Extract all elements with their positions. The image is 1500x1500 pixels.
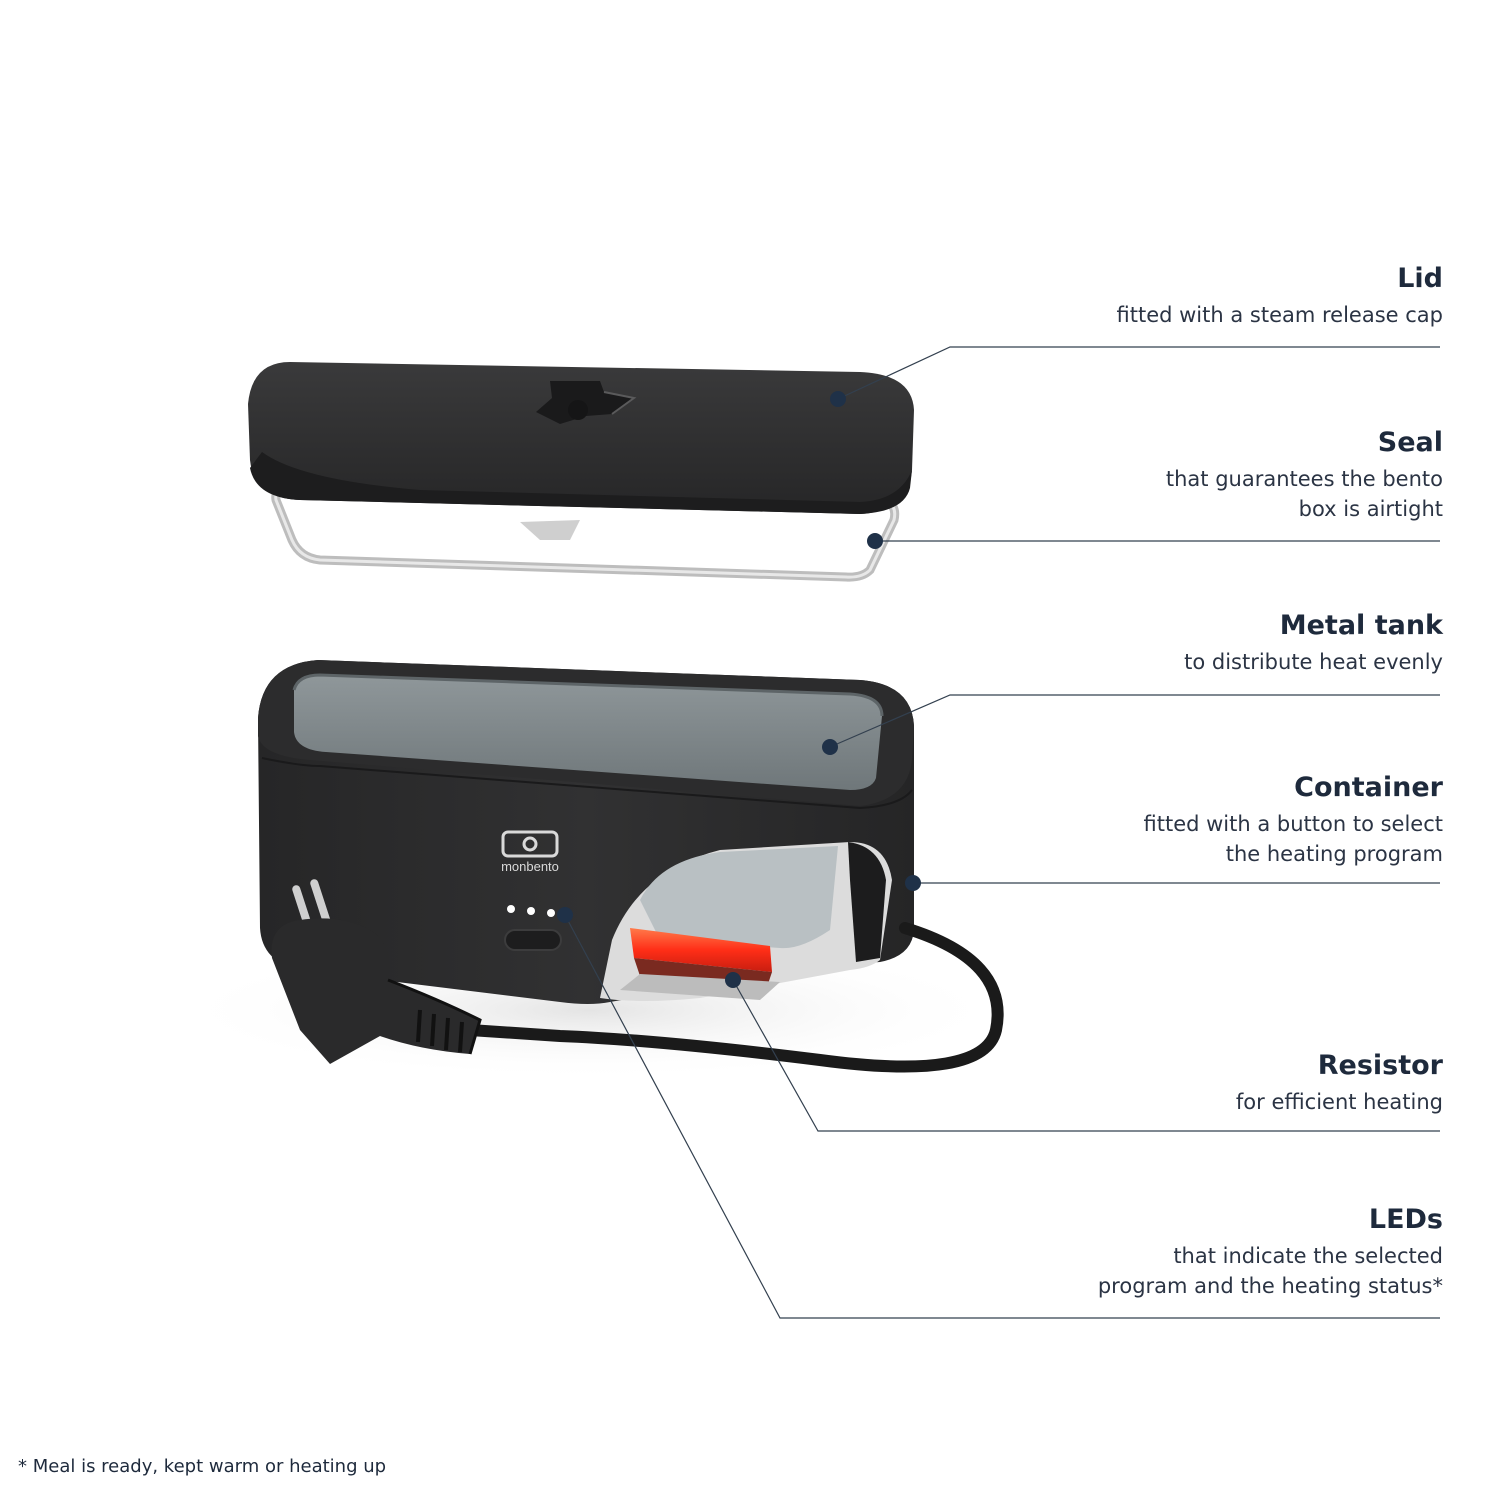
callout-dots: [557, 391, 921, 988]
callout-title: Container: [1294, 772, 1443, 803]
callout-leds: LEDs that indicate the selected program …: [1098, 1203, 1443, 1301]
dot-tank: [822, 739, 838, 755]
callout-desc: for efficient heating: [1235, 1090, 1443, 1114]
led-2: [527, 907, 535, 915]
power-cord: [464, 922, 1004, 1073]
callout-desc-line-1: fitted with a button to select: [1143, 812, 1444, 836]
lid: [248, 362, 914, 514]
program-button: [504, 929, 562, 951]
callout-lid: Lid fitted with a steam release cap: [1117, 262, 1443, 330]
callout-title: LEDs: [1368, 1204, 1443, 1235]
callout-title: Lid: [1397, 263, 1443, 294]
led-3: [547, 909, 555, 917]
callout-title: Resistor: [1317, 1050, 1443, 1081]
callout-desc-line-1: that indicate the selected: [1173, 1244, 1443, 1268]
footnote: * Meal is ready, kept warm or heating up: [18, 1456, 387, 1477]
callout-desc-line-2: box is airtight: [1298, 497, 1443, 521]
callout-metal-tank: Metal tank to distribute heat evenly: [1184, 609, 1443, 677]
brand-logo-icon: [501, 830, 559, 858]
dot-leds: [557, 907, 573, 923]
dot-lid: [830, 391, 846, 407]
metal-tank: [294, 675, 882, 790]
callout-resistor: Resistor for efficient heating: [1236, 1049, 1443, 1117]
leader-lines: [564, 346, 1440, 1319]
callout-title: Seal: [1377, 427, 1443, 458]
led-1: [507, 905, 515, 913]
callout-desc: to distribute heat evenly: [1184, 650, 1443, 674]
container-body: monbento: [258, 660, 914, 1004]
callout-seal: Seal that guarantees the bento box is ai…: [1166, 426, 1443, 524]
callout-desc: fitted with a steam release cap: [1116, 303, 1443, 327]
callout-desc-line-1: that guarantees the bento: [1165, 467, 1443, 491]
steam-cap-knob: [568, 400, 588, 420]
callout-title: Metal tank: [1279, 610, 1443, 641]
dot-seal: [867, 533, 883, 549]
callout-container: Container fitted with a button to select…: [1144, 771, 1444, 869]
brand-label: monbento: [501, 859, 559, 874]
callout-desc-line-2: program and the heating status*: [1097, 1274, 1443, 1298]
dot-container: [905, 875, 921, 891]
callout-desc-line-2: the heating program: [1225, 842, 1443, 866]
power-plug: [271, 879, 482, 1064]
dot-resistor: [725, 972, 741, 988]
